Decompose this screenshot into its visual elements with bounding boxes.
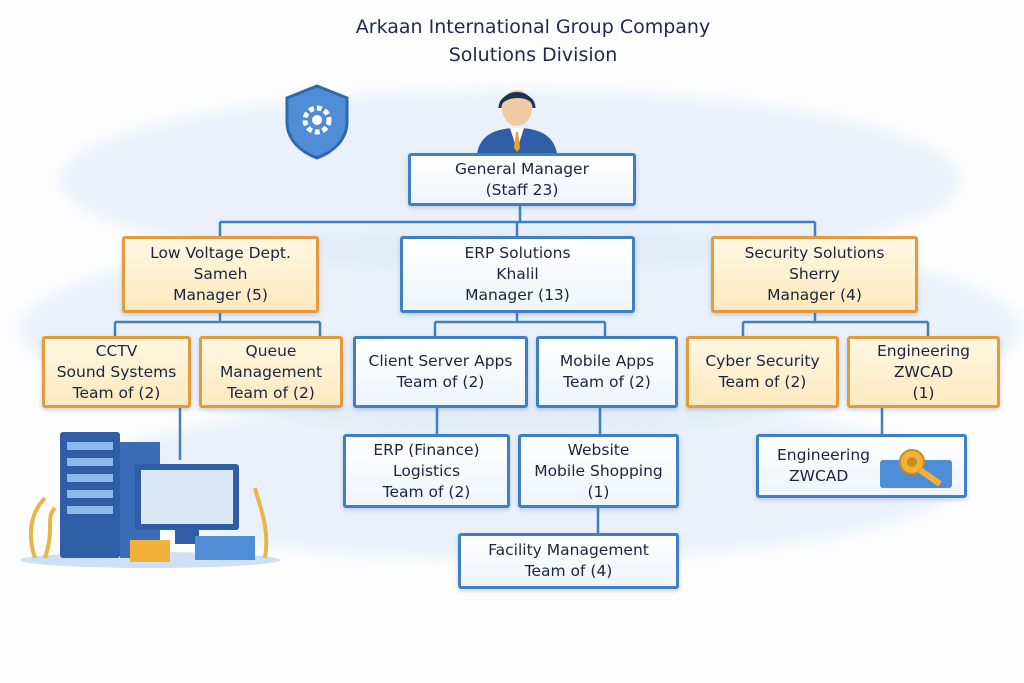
team-line: Queue xyxy=(245,341,297,360)
team-line: Team of (2) xyxy=(72,383,161,402)
team-line: ZWCAD xyxy=(893,362,954,381)
dept-role: Manager (4) xyxy=(767,286,862,304)
team-line: Team of (2) xyxy=(563,373,651,391)
dept-role: Manager (13) xyxy=(465,286,570,304)
team-erp-finance[interactable]: ERP (Finance) Logistics Team of (2) xyxy=(343,434,510,508)
team-line: Client Server Apps xyxy=(368,352,513,370)
diagram-subtitle: Solutions Division xyxy=(448,44,618,66)
key-icon xyxy=(880,449,952,488)
dept-head: Khalil xyxy=(496,265,539,283)
team-engineering-zwcad[interactable]: Engineering ZWCAD (1) xyxy=(847,336,1000,408)
team-line: Engineering xyxy=(877,341,970,360)
team-line: Mobile Shopping xyxy=(534,461,663,480)
shield-gear-icon xyxy=(285,84,349,160)
team-line: Team of (2) xyxy=(718,373,807,391)
general-manager-box[interactable]: General Manager (Staff 23) xyxy=(408,153,636,206)
gm-staff: (Staff 23) xyxy=(485,180,559,199)
team-line: Management xyxy=(219,362,323,381)
team-line: Mobile Apps xyxy=(559,352,655,370)
dept-role: Manager (5) xyxy=(173,286,268,304)
dept-head: Sameh xyxy=(193,265,248,283)
team-mobile-apps[interactable]: Mobile Apps Team of (2) xyxy=(536,336,678,408)
team-line: Cyber Security xyxy=(705,352,820,370)
dept-name: Security Solutions xyxy=(744,244,885,262)
manager-avatar-icon xyxy=(477,90,557,154)
team-cyber-security[interactable]: Cyber Security Team of (2) xyxy=(686,336,839,408)
dept-name: ERP Solutions xyxy=(464,244,571,262)
team-line: ERP (Finance) xyxy=(373,440,480,459)
team-queue-management[interactable]: Queue Management Team of (2) xyxy=(199,336,343,408)
dept-security-solutions[interactable]: Security Solutions Sherry Manager (4) xyxy=(711,236,918,313)
team-facility-management[interactable]: Facility Management Team of (4) xyxy=(458,533,679,589)
team-line: Engineering xyxy=(777,446,870,464)
team-client-server-apps[interactable]: Client Server Apps Team of (2) xyxy=(353,336,528,408)
team-line: CCTV xyxy=(95,341,138,360)
team-line: Team of (4) xyxy=(524,562,613,580)
dept-head: Sherry xyxy=(789,265,840,283)
server-illustration-icon xyxy=(20,432,280,568)
dept-low-voltage[interactable]: Low Voltage Dept. Sameh Manager (5) xyxy=(122,236,319,313)
team-website[interactable]: Website Mobile Shopping (1) xyxy=(518,434,679,508)
team-line: Team of (2) xyxy=(382,482,471,501)
team-line: Sound Systems xyxy=(56,362,177,381)
team-line: (1) xyxy=(587,482,610,501)
dept-name: Low Voltage Dept. xyxy=(150,244,291,262)
team-line: (1) xyxy=(912,383,935,402)
team-cctv[interactable]: CCTV Sound Systems Team of (2) xyxy=(42,336,191,408)
team-line: ZWCAD xyxy=(789,467,849,485)
team-line: Facility Management xyxy=(488,541,649,559)
dept-erp-solutions[interactable]: ERP Solutions Khalil Manager (13) xyxy=(400,236,635,313)
team-line: Team of (2) xyxy=(396,373,485,391)
team-line: Website xyxy=(567,440,630,459)
gm-title: General Manager xyxy=(455,159,589,178)
team-line: Team of (2) xyxy=(227,383,315,402)
diagram-title: Arkaan International Group Company xyxy=(355,16,711,38)
team-line: Logistics xyxy=(392,461,461,480)
